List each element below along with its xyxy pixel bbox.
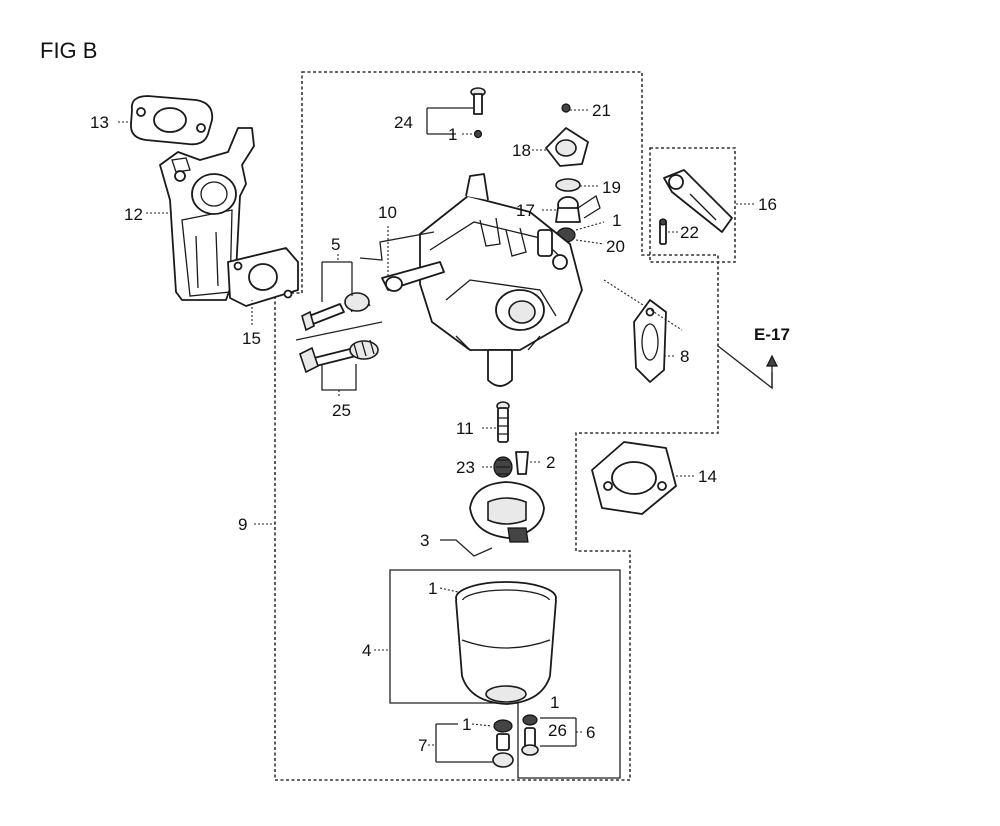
reference-arrow-e17 <box>717 345 778 390</box>
callout-5: 5 <box>331 235 340 254</box>
part-7-drain-bolt <box>492 719 514 768</box>
callout-8: 8 <box>680 347 689 366</box>
callout-6: 6 <box>586 723 595 742</box>
callout-18: 18 <box>512 141 531 160</box>
part-3-float <box>469 481 545 543</box>
part-15-gasket <box>227 247 299 307</box>
carburetor-body <box>419 173 583 387</box>
part-5-screw-spring <box>301 292 371 332</box>
part-11-nozzle <box>496 401 510 443</box>
callout-1-drain: 1 <box>462 715 471 734</box>
callout-labels: 13 12 15 24 1 21 18 19 17 1 20 10 5 25 9… <box>90 101 777 755</box>
callout-1-valve: 1 <box>612 211 621 230</box>
part-25-screw-spring <box>299 339 379 374</box>
part-22-screw <box>659 218 667 245</box>
part-4-float-bowl <box>455 581 557 705</box>
callout-26: 26 <box>548 721 567 740</box>
part-16-choke-lever <box>663 169 733 233</box>
part-10-pilot-jet <box>381 261 445 292</box>
callout-14: 14 <box>698 467 717 486</box>
figure-title: FIG B <box>40 38 97 63</box>
part-12-bracket <box>159 127 255 301</box>
callout-22: 22 <box>680 223 699 242</box>
callout-4: 4 <box>362 641 371 660</box>
callout-7: 7 <box>418 736 427 755</box>
callout-10: 10 <box>378 203 397 222</box>
part-23-main-jet <box>493 456 513 478</box>
part-14-gasket <box>591 441 677 515</box>
callout-11: 11 <box>456 419 474 438</box>
callout-17: 17 <box>516 201 535 220</box>
callout-1-bowl: 1 <box>428 579 437 598</box>
part-17-19-20-valve <box>555 178 601 243</box>
callout-24: 24 <box>394 113 413 132</box>
callout-15: 15 <box>242 329 261 348</box>
part-13-gasket <box>130 95 214 146</box>
callout-9: 9 <box>238 515 247 534</box>
reference-label: E-17 <box>754 325 790 344</box>
callout-1-screw: 1 <box>550 693 559 712</box>
part-6-drain-screw <box>521 714 539 756</box>
callout-1-top: 1 <box>448 125 457 144</box>
callout-20: 20 <box>606 237 625 256</box>
part-24-screw <box>470 87 486 139</box>
callout-2: 2 <box>546 453 555 472</box>
callout-19: 19 <box>602 178 621 197</box>
callout-23: 23 <box>456 458 475 477</box>
part-2-needle <box>515 451 529 475</box>
callout-3: 3 <box>420 531 429 550</box>
callout-12: 12 <box>124 205 143 224</box>
leader-lines <box>118 107 754 763</box>
callout-13: 13 <box>90 113 109 132</box>
part-8-gasket <box>633 299 667 383</box>
callout-25: 25 <box>332 401 351 420</box>
callout-21: 21 <box>592 101 611 120</box>
callout-16: 16 <box>758 195 777 214</box>
part-18-cover <box>545 103 589 167</box>
